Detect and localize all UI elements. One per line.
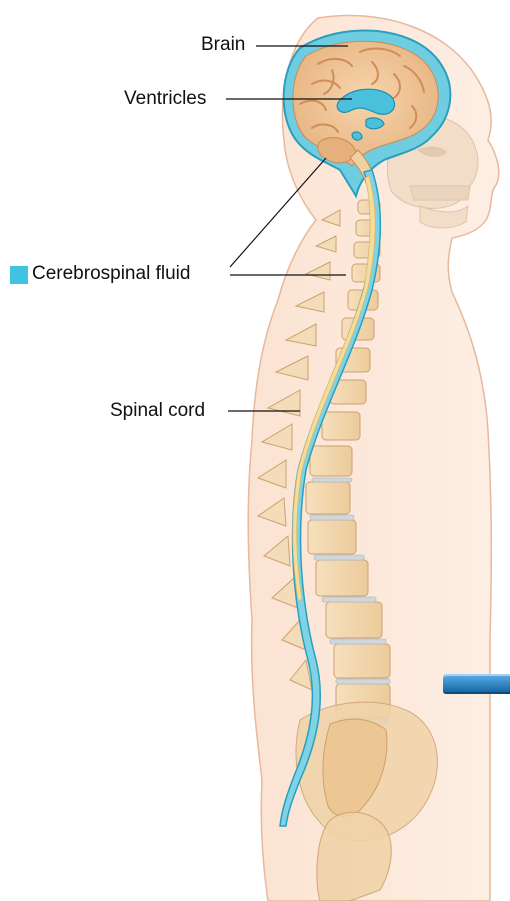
arrow-tab-icon[interactable] xyxy=(443,674,510,694)
label-spinal-cord: Spinal cord xyxy=(110,400,205,422)
femur-head xyxy=(317,812,391,901)
label-ventricles: Ventricles xyxy=(124,88,206,110)
label-cerebrospinal-fluid: Cerebrospinal fluid xyxy=(32,263,190,285)
label-brain: Brain xyxy=(201,34,245,56)
csf-legend-swatch xyxy=(10,266,28,284)
